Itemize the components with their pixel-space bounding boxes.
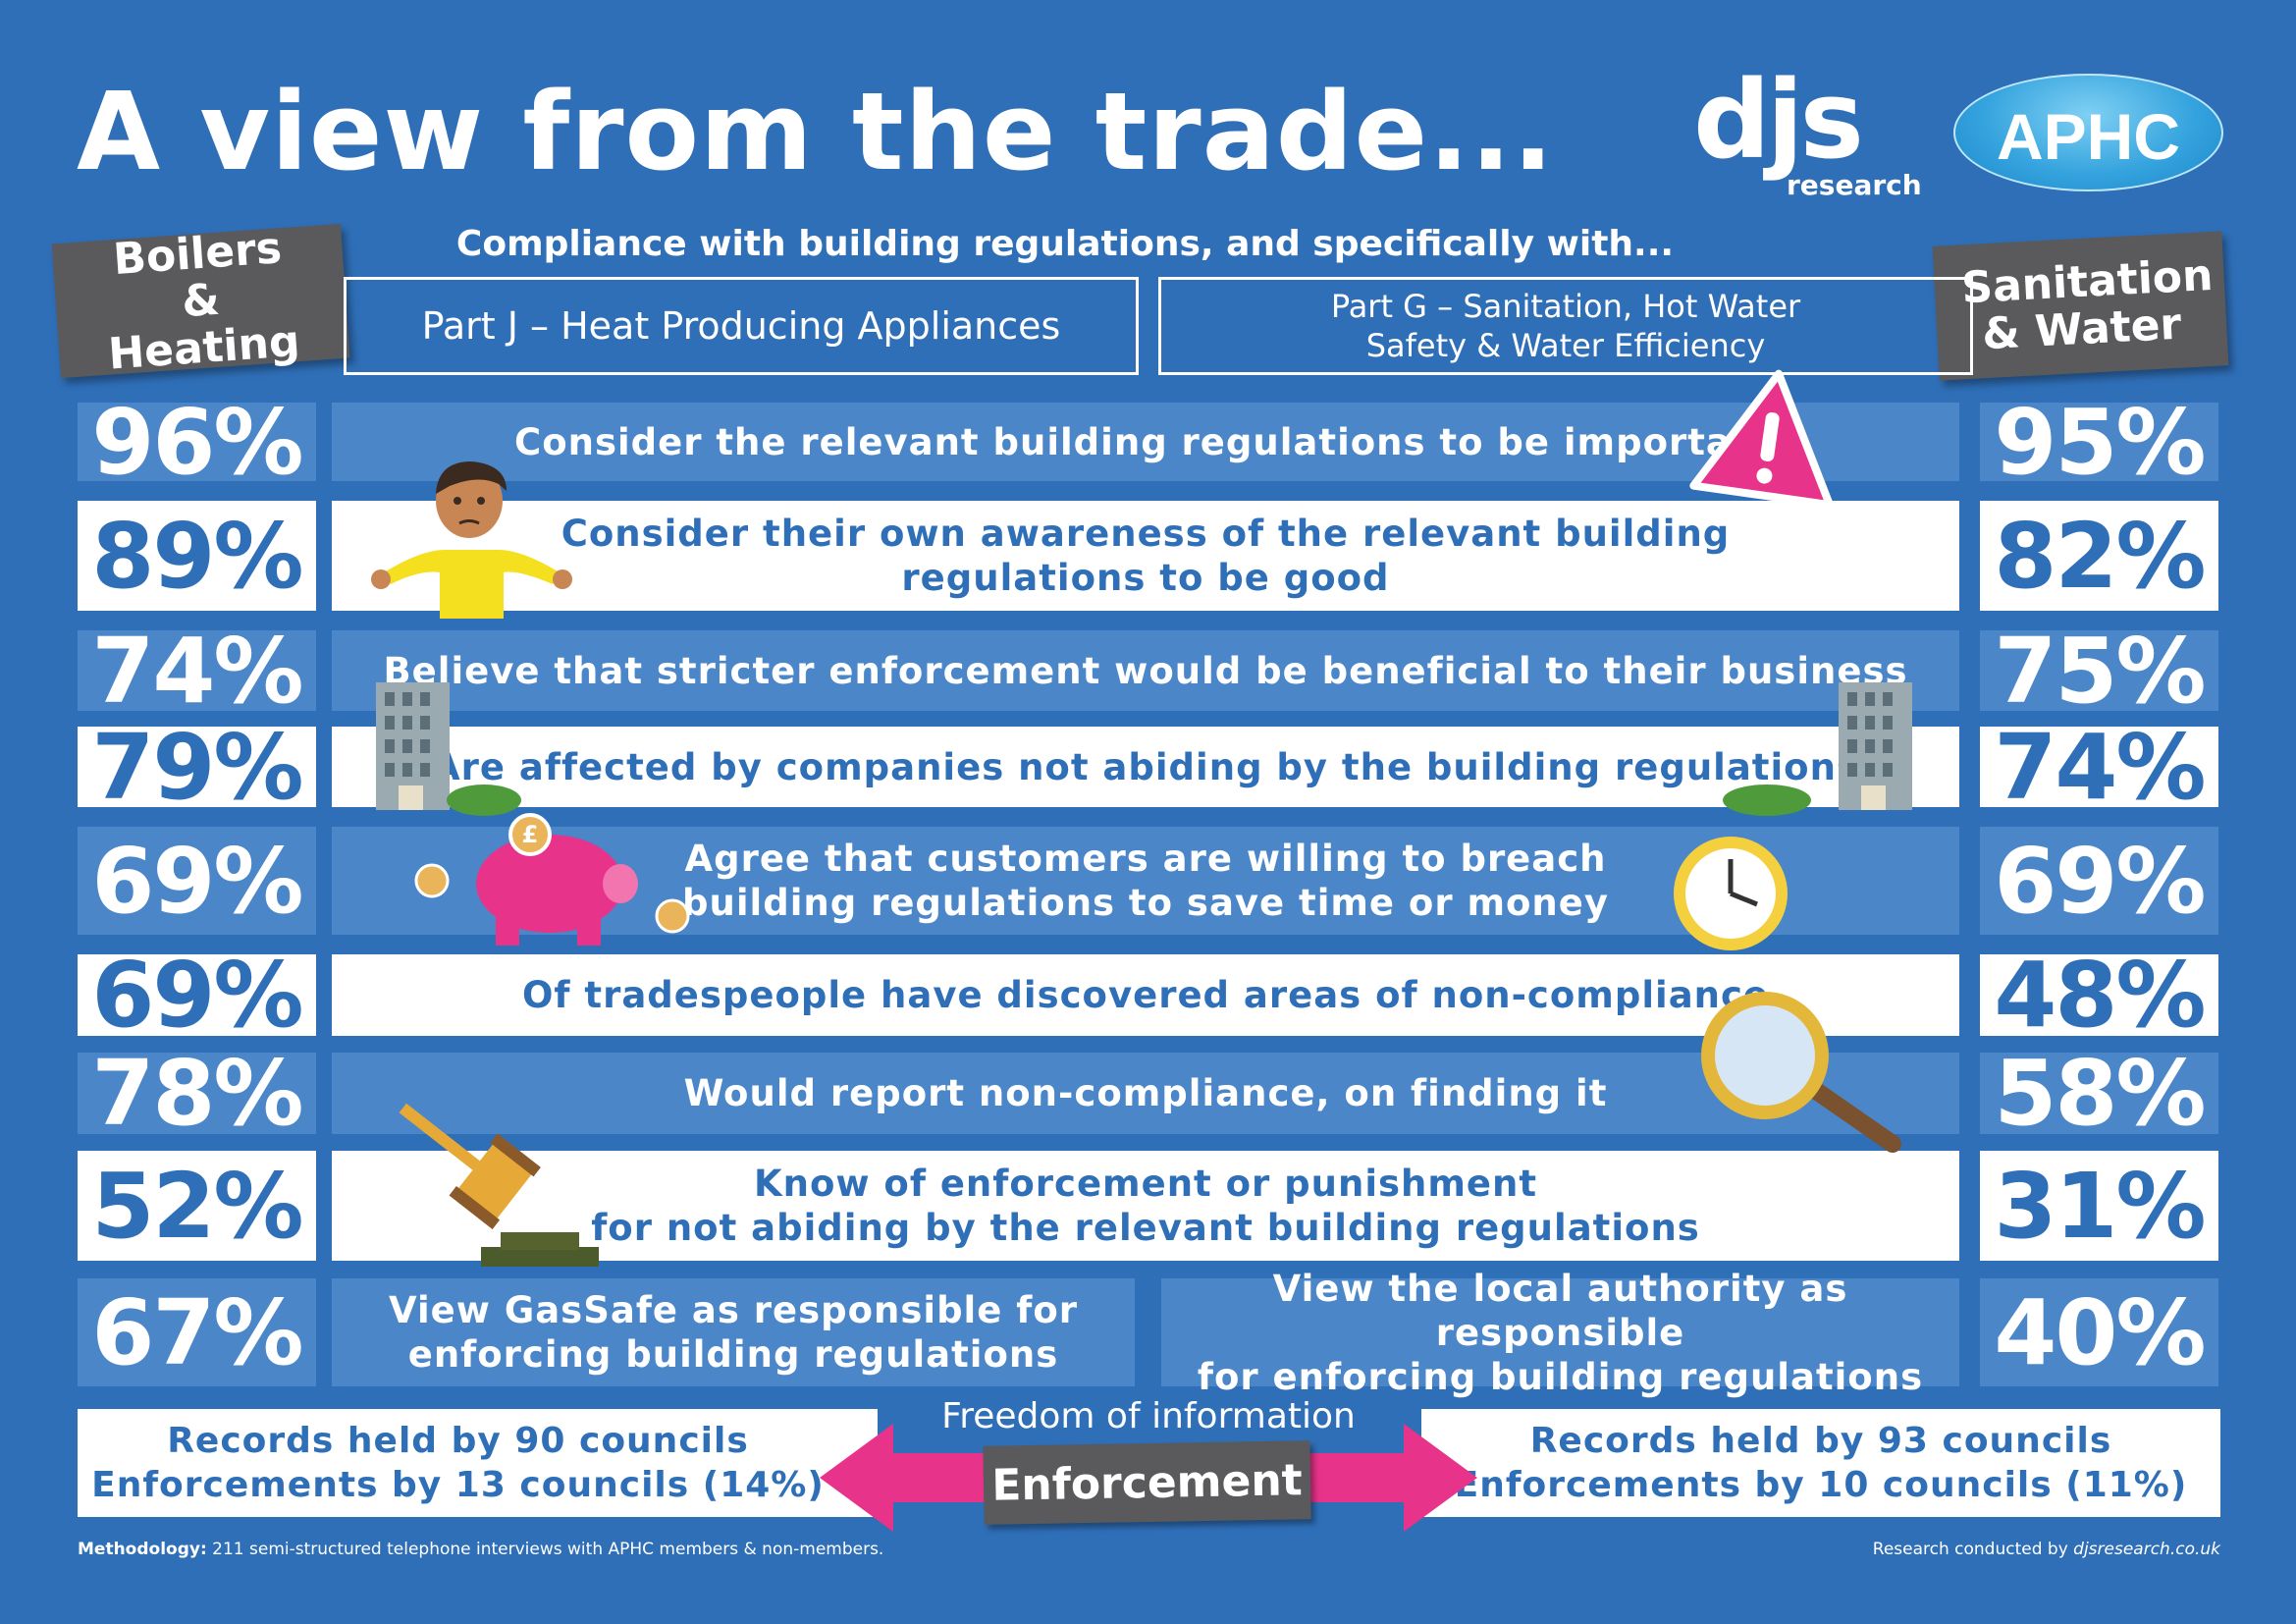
row5-left-pct: 69% — [78, 827, 316, 935]
methodology-label: Methodology: — [78, 1540, 207, 1559]
piggy-bank-icon: £ — [414, 813, 690, 946]
part-g-line2: Safety & Water Efficiency — [1365, 327, 1766, 364]
foi-right-line1: Records held by 93 councils — [1529, 1421, 2112, 1461]
row3-right-pct: 75% — [1980, 619, 2218, 724]
row6-left-pct: 69% — [78, 943, 316, 1048]
warning-icon — [1689, 369, 1834, 510]
gassafe-pct: 67% — [78, 1278, 316, 1386]
foi-label: Freedom of information — [941, 1396, 1356, 1436]
row2-statement: Consider their own awareness of the rele… — [332, 501, 1959, 611]
gassafe-line2: enforcing building regulations — [407, 1333, 1059, 1376]
building-icon — [1723, 682, 1912, 816]
sanitation-water-label: Sanitation & Water — [1960, 249, 2215, 359]
row2-left-pct: 89% — [78, 501, 316, 611]
row1-right-pct: 95% — [1980, 390, 2218, 495]
credit-prefix: Research conducted by — [1872, 1540, 2074, 1559]
row6-statement: Of tradespeople have discovered areas of… — [332, 954, 1959, 1036]
part-j-box: Part J – Heat Producing Appliances — [344, 277, 1139, 375]
row5-right-pct: 69% — [1980, 827, 2218, 935]
boilers-heating-label: Boilers & Heating — [106, 222, 301, 380]
magnifying-glass-icon — [1701, 992, 1901, 1153]
local-authority-line2: for enforcing building regulations — [1197, 1355, 1924, 1398]
foi-left-line2: Enforcements by 13 councils (14%) — [91, 1465, 825, 1505]
row5-line1: Agree that customers are willing to brea… — [684, 838, 1607, 880]
gassafe-line1: View GasSafe as responsible for — [389, 1289, 1078, 1331]
aphc-logo: APHC — [1953, 74, 2223, 191]
local-authority-pct: 40% — [1980, 1278, 2218, 1386]
row8-line2: for not abiding by the relevant building… — [591, 1207, 1700, 1249]
row2-line2: regulations to be good — [901, 557, 1390, 599]
row1-left-pct: 96% — [78, 390, 316, 495]
shrugging-person-icon — [371, 461, 572, 619]
djs-logo-subtext: research — [1787, 169, 1922, 201]
local-authority-line1: View the local authority as responsible — [1272, 1267, 1848, 1354]
foi-right-line2: Enforcements by 10 councils (11%) — [1454, 1465, 2188, 1505]
coin-icon — [414, 863, 450, 898]
credit-site: djsresearch.co.uk — [2073, 1540, 2220, 1559]
gavel-icon — [399, 1103, 599, 1267]
page-title: A view from the trade... — [77, 69, 1555, 194]
methodology-text: 211 semi-structured telephone interviews… — [206, 1540, 884, 1559]
row1-statement: Consider the relevant building regulatio… — [332, 403, 1959, 481]
row5-line2: building regulations to save time or mon… — [682, 882, 1609, 924]
foi-left-line1: Records held by 90 councils — [167, 1421, 749, 1461]
coin-icon — [655, 898, 690, 934]
methodology-note: Methodology: 211 semi-structured telepho… — [78, 1540, 883, 1559]
row8-line1: Know of enforcement or punishment — [753, 1163, 1538, 1205]
clock-icon — [1674, 837, 1788, 950]
djs-research-logo: djs research — [1693, 57, 1922, 201]
row7-left-pct: 78% — [78, 1041, 316, 1146]
part-g-line1: Part G – Sanitation, Hot Water — [1330, 288, 1801, 325]
svg-text:£: £ — [522, 821, 539, 848]
row3-statement: Believe that stricter enforcement would … — [332, 630, 1959, 711]
building-icon — [376, 682, 521, 816]
row8-left-pct: 52% — [78, 1151, 316, 1261]
row7-right-pct: 58% — [1980, 1041, 2218, 1146]
row8-right-pct: 31% — [1980, 1151, 2218, 1261]
row7-statement: Would report non-compliance, on finding … — [332, 1053, 1959, 1134]
djs-logo-text: djs — [1693, 57, 1864, 183]
research-credit: Research conducted by djsresearch.co.uk — [1855, 1540, 2220, 1559]
row2-line1: Consider their own awareness of the rele… — [561, 513, 1731, 555]
enforcement-tag: Enforcement — [983, 1440, 1311, 1525]
sanitation-water-tag: Sanitation & Water — [1932, 231, 2229, 381]
row2-right-pct: 82% — [1980, 501, 2218, 611]
subtitle: Compliance with building regulations, an… — [455, 224, 1675, 264]
part-j-label: Part J – Heat Producing Appliances — [421, 304, 1061, 348]
row4-statement: Are affected by companies not abiding by… — [332, 727, 1959, 807]
row6-right-pct: 48% — [1980, 943, 2218, 1048]
row3-left-pct: 74% — [78, 619, 316, 724]
boilers-heating-tag: Boilers & Heating — [51, 222, 350, 380]
row4-left-pct: 79% — [78, 715, 316, 820]
aphc-logo-text: APHC — [1996, 100, 2180, 173]
row4-right-pct: 74% — [1980, 715, 2218, 820]
